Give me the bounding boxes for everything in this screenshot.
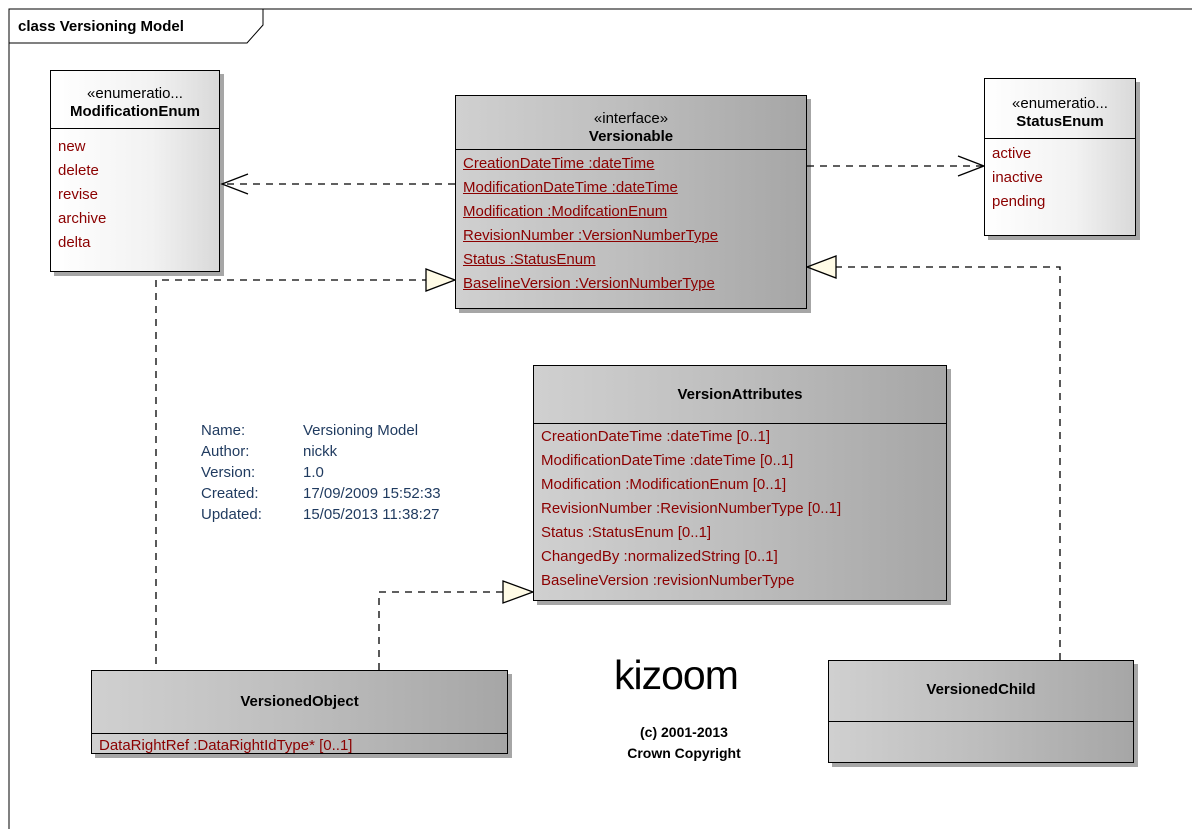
note-label: Version: (201, 464, 256, 481)
note-label: Name: (201, 422, 246, 439)
modificationenum-literals: new delete revise archive delta (51, 129, 219, 255)
realization-versionedobject-versionattributes (378, 591, 503, 670)
versionable-attributes: CreationDateTime :dateTime ModificationD… (456, 150, 806, 296)
note-value: nickk (303, 443, 338, 460)
literal-delta: delta (58, 234, 91, 251)
versionable-attr-baselineversion: BaselineVersion :VersionNumberType (463, 275, 715, 292)
note-row-updated: Updated: 15/05/2013 11:38:27 (201, 504, 441, 525)
statusenum-class[interactable]: «enumeratio... StatusEnum active inactiv… (984, 78, 1136, 236)
copyright-owner: Crown Copyright (627, 745, 741, 761)
statusenum-stereotype: «enumeratio... (1012, 95, 1108, 112)
statusenum-header: «enumeratio... StatusEnum (985, 79, 1135, 139)
versionable-interface[interactable]: «interface» Versionable CreationDateTime… (455, 95, 807, 309)
note-row-created: Created: 17/09/2009 15:52:33 (201, 483, 441, 504)
note-label: Updated: (201, 506, 262, 523)
note-label: Created: (201, 485, 259, 502)
vo-attr-datarightref: DataRightRef :DataRightIdType* [0..1] (99, 737, 353, 754)
copyright-years: (c) 2001-2013 (640, 724, 728, 740)
versionedobject-header: VersionedObject (92, 671, 507, 734)
va-attr-creationdatetime: CreationDateTime :dateTime [0..1] (541, 428, 770, 445)
realization-triangle-right (805, 255, 837, 279)
note-row-version: Version: 1.0 (201, 462, 441, 483)
statusenum-literals: active inactive pending (985, 139, 1135, 214)
versionedobject-class[interactable]: VersionedObject DataRightRef :DataRightI… (91, 670, 508, 754)
versionedchild-name: VersionedChild (926, 681, 1036, 698)
note-row-name: Name: Versioning Model (201, 420, 441, 441)
versionedobject-attributes: DataRightRef :DataRightIdType* [0..1] (92, 734, 507, 758)
note-label: Author: (201, 443, 250, 460)
versionable-attr-revisionnumber: RevisionNumber :VersionNumberType (463, 227, 719, 244)
note-value: Versioning Model (303, 422, 419, 439)
frame-title: class Versioning Model (18, 18, 184, 35)
realization-versionedchild-versionable (836, 266, 1061, 660)
realization-versionedobject-versionable (155, 279, 426, 664)
versionable-attr-modificationdatetime: ModificationDateTime :dateTime (463, 179, 678, 196)
versionedobject-name: VersionedObject (240, 693, 359, 710)
versionattributes-header: VersionAttributes (534, 366, 946, 424)
literal-revise: revise (58, 186, 99, 203)
versionedchild-class[interactable]: VersionedChild (828, 660, 1134, 763)
literal-active: active (992, 145, 1032, 162)
note-value: 17/09/2009 15:52:33 (303, 485, 441, 502)
versionedchild-header: VersionedChild (829, 661, 1133, 722)
literal-inactive: inactive (992, 169, 1043, 186)
note-value: 15/05/2013 11:38:27 (303, 506, 440, 523)
literal-delete: delete (58, 162, 99, 179)
modificationenum-stereotype: «enumeratio... (87, 85, 183, 102)
arrowhead-open-modificationenum (220, 173, 249, 195)
note-row-author: Author: nickk (201, 441, 441, 462)
versionable-attr-modification: Modification :ModifcationEnum (463, 203, 668, 220)
copyright-notice: (c) 2001-2013 Crown Copyright (604, 722, 764, 764)
realization-triangle-left (425, 268, 457, 292)
literal-archive: archive (58, 210, 107, 227)
va-attr-modification: Modification :ModificationEnum [0..1] (541, 476, 787, 493)
va-attr-changedby: ChangedBy :normalizedString [0..1] (541, 548, 778, 565)
versionable-attr-status: Status :StatusEnum (463, 251, 596, 268)
note-value: 1.0 (303, 464, 324, 481)
kizoom-logo: kizoom (614, 652, 739, 698)
versionattributes-name: VersionAttributes (677, 386, 803, 403)
versionable-attr-creationdatetime: CreationDateTime :dateTime (463, 155, 655, 172)
versionable-header: «interface» Versionable (456, 96, 806, 150)
versionattributes-class[interactable]: VersionAttributes CreationDateTime :date… (533, 365, 947, 601)
modificationenum-class[interactable]: «enumeratio... ModificationEnum new dele… (50, 70, 220, 272)
va-attr-revisionnumber: RevisionNumber :RevisionNumberType [0..1… (541, 500, 842, 517)
literal-new: new (58, 138, 86, 155)
literal-pending: pending (992, 193, 1046, 210)
modificationenum-name: ModificationEnum (70, 103, 200, 120)
versionattributes-attributes: CreationDateTime :dateTime [0..1] Modifi… (534, 424, 946, 593)
va-attr-status: Status :StatusEnum [0..1] (541, 524, 712, 541)
va-attr-baselineversion: BaselineVersion :revisionNumberType (541, 572, 795, 589)
modificationenum-header: «enumeratio... ModificationEnum (51, 71, 219, 129)
realization-triangle-versionattributes (502, 580, 535, 604)
statusenum-name: StatusEnum (1016, 113, 1104, 130)
diagram-notes: Name: Versioning Model Author: nickk Ver… (201, 420, 441, 525)
frame-tab (8, 8, 264, 44)
versionable-stereotype: «interface» (593, 110, 669, 127)
va-attr-modificationdatetime: ModificationDateTime :dateTime [0..1] (541, 452, 794, 469)
versionable-name: Versionable (588, 128, 674, 145)
